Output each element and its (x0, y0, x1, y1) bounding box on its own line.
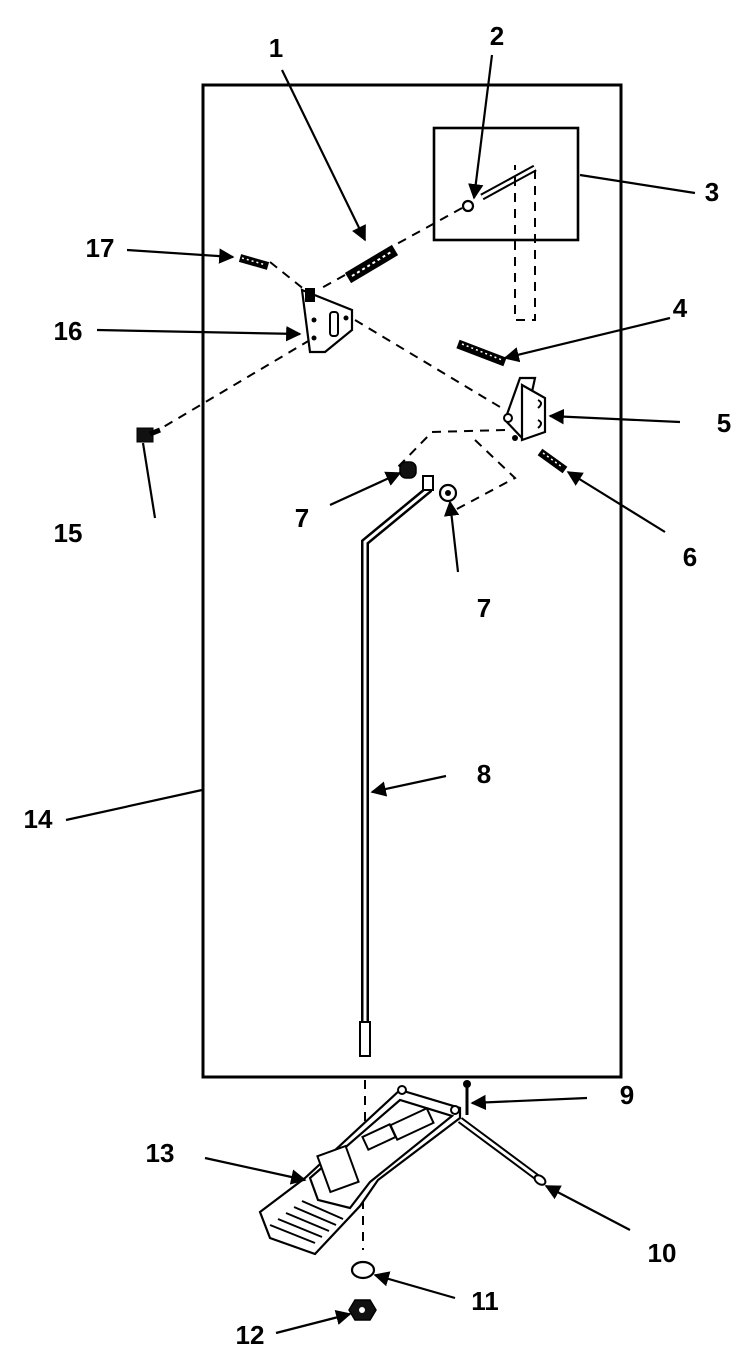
callout-11: 11 (471, 1286, 499, 1316)
callout-9: 9 (620, 1080, 634, 1110)
foot-pedal (258, 1085, 462, 1256)
callout-1: 1 (269, 33, 283, 63)
washer-part (350, 1260, 376, 1280)
mounting-bracket (300, 288, 354, 354)
clevis-pin (457, 1117, 547, 1186)
callout-16: 16 (54, 316, 83, 346)
small-spring-part (238, 254, 270, 270)
spring-part (344, 244, 399, 284)
callout-5: 5 (717, 408, 731, 438)
pin-part (537, 448, 568, 474)
pivot-lever (503, 376, 547, 442)
callout-15: 15 (54, 518, 83, 548)
nut-part (348, 1299, 377, 1321)
callout-2: 2 (490, 21, 504, 51)
callout-6: 6 (683, 542, 697, 572)
cabinet-panel (201, 83, 623, 1079)
upper-pivot-rod (480, 164, 537, 201)
callout-10: 10 (648, 1238, 677, 1268)
leader-lines (65, 54, 696, 1335)
callout-8: 8 (477, 759, 491, 789)
callout-17: 17 (86, 233, 115, 263)
callout-7b: 7 (477, 593, 491, 623)
callout-labels: 1 2 3 4 5 6 7 7 8 9 10 11 12 13 14 15 16… (24, 21, 732, 1350)
callout-12: 12 (236, 1320, 265, 1350)
callout-13: 13 (146, 1138, 175, 1168)
callout-3: 3 (705, 177, 719, 207)
callout-14: 14 (24, 804, 53, 834)
pivot-ball (461, 199, 475, 213)
bolt-part (456, 339, 507, 367)
screw-part (136, 427, 161, 443)
pedal-rod (359, 475, 434, 1057)
callout-7a: 7 (295, 503, 309, 533)
bushing-part (399, 461, 458, 503)
callout-4: 4 (673, 293, 688, 323)
upper-bracket-frame (432, 126, 580, 242)
cotter-pin (463, 1080, 471, 1115)
